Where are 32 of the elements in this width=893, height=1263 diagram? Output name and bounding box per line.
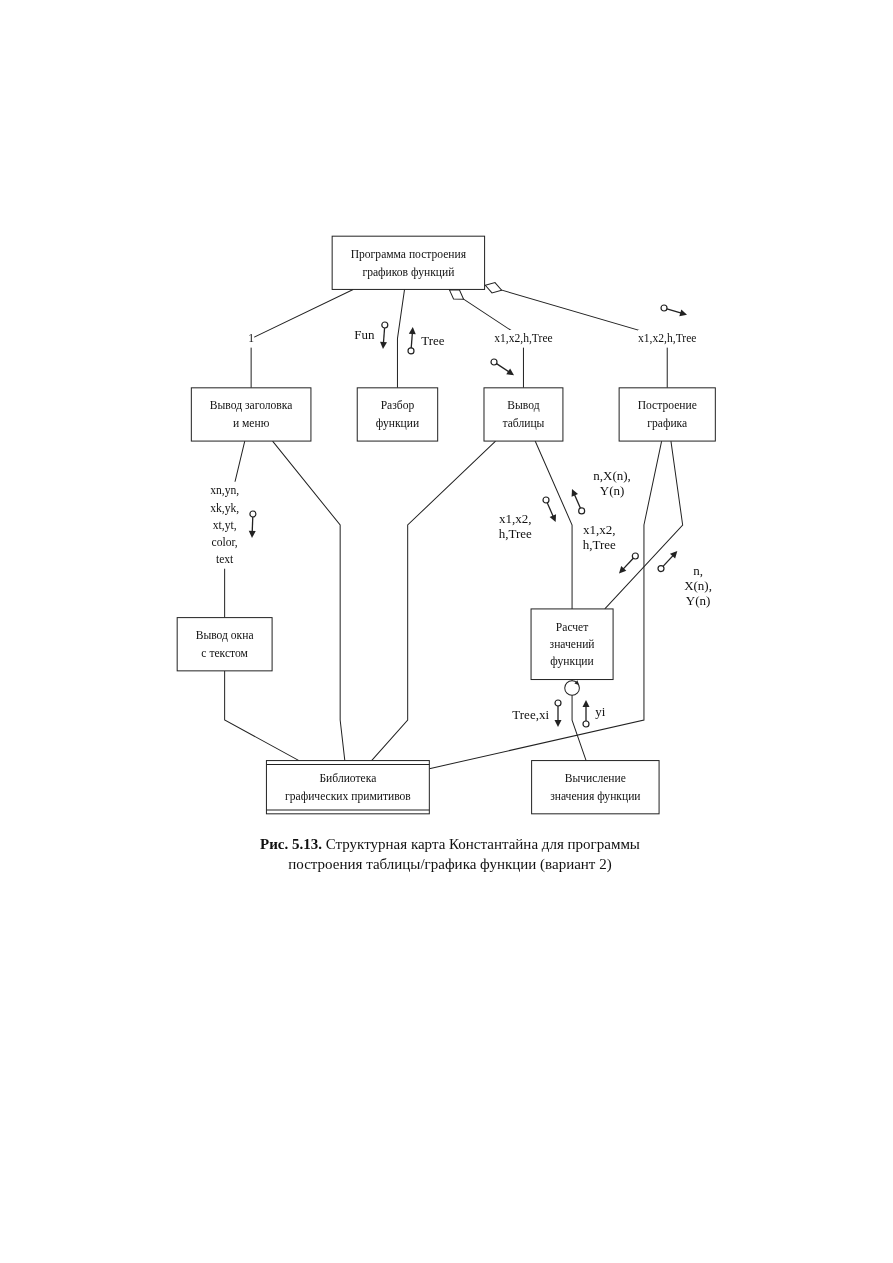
couple-label: n,X(n), Y(n) (592, 469, 632, 499)
couple-label: x1,x2, h,Tree (497, 511, 533, 542)
figure-caption: Рис. 5.13. Структурная карта Константайна для программы построения таблицы/графика функции (вариант 2) (259, 835, 641, 875)
connector (224, 670, 300, 762)
edge-label: x1,x2,h,Tree (638, 332, 697, 345)
node-box: Вывод окна с текстом (176, 617, 273, 672)
connector (448, 288, 525, 389)
connector (604, 440, 684, 610)
connector (371, 440, 497, 762)
node-box: Расчет значений функции (530, 608, 614, 681)
edge-label: x1,x2,h,Tree (494, 332, 553, 345)
couple-label: Tree,xi (512, 707, 549, 723)
connector (272, 440, 346, 762)
couple-label: yi (595, 704, 606, 720)
connector (484, 282, 668, 389)
node-box: Вычисление значения функции (531, 760, 660, 815)
node-box: Вывод таблицы (483, 387, 564, 442)
node-box: Построение графика (618, 387, 717, 442)
connector (250, 288, 354, 389)
edge-label: 1 (248, 332, 255, 345)
couple-label: Tree (421, 333, 445, 349)
couple-label: Fun (354, 328, 375, 344)
couple-label: n, X(n), Y(n) (683, 564, 713, 609)
couple-label: x1,x2, h,Tree (581, 523, 617, 554)
node-box: Программа построения графиков функций (331, 235, 486, 290)
edge-label: xn,yn, xk,yk, xt,yt, color, text (210, 483, 240, 566)
connector (564, 679, 587, 762)
connector (429, 440, 663, 770)
node-box: Разбор функции (356, 387, 439, 442)
node-box: Вывод заголовка и меню (191, 387, 312, 442)
connector (534, 440, 573, 610)
connector (397, 288, 406, 389)
